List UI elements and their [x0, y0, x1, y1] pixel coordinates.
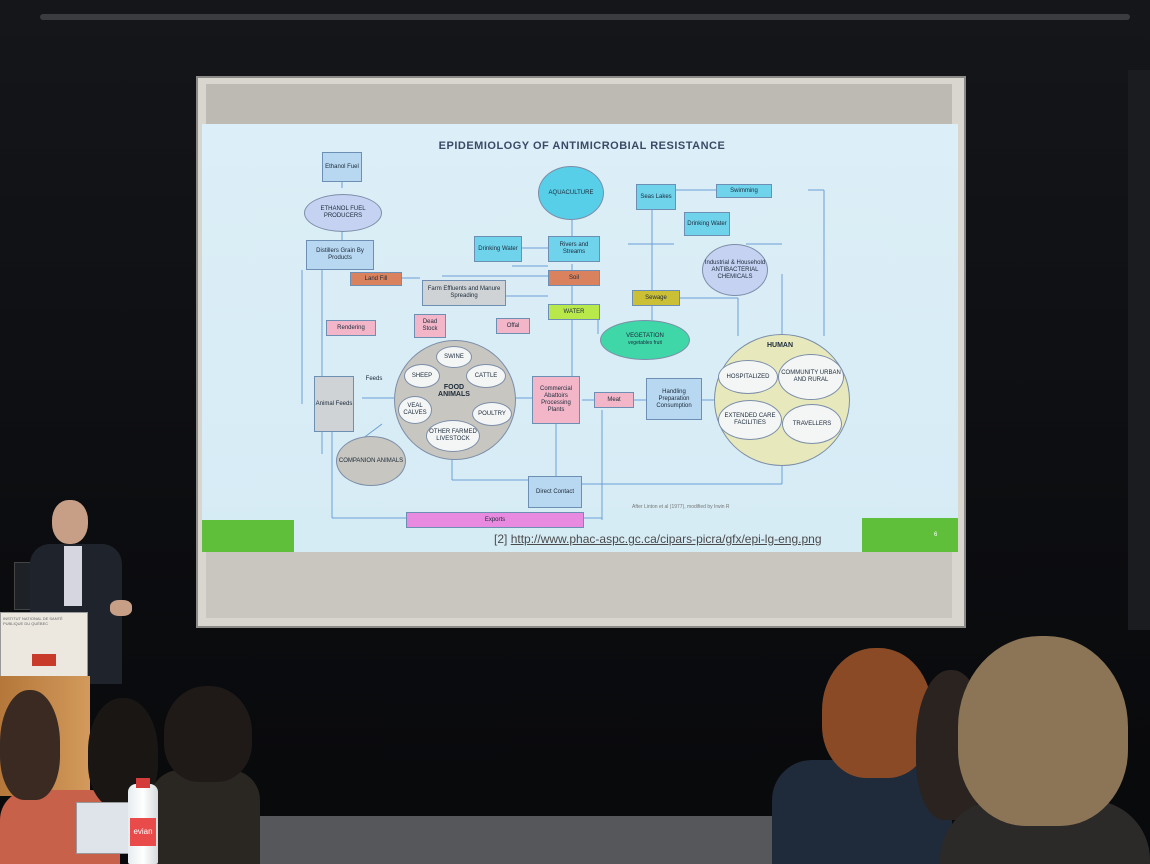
veal-calves-ellipse: VEAL CALVES [398, 396, 432, 424]
ethanol-fuel-box: Ethanol Fuel [322, 152, 362, 182]
vegetation-sublabel: vegetables fruit [628, 340, 662, 346]
projected-slide: EPIDEMIOLOGY OF ANTIMICROBIAL RESISTANCE [202, 124, 958, 552]
poultry-ellipse: POULTRY [472, 402, 512, 426]
cattle-ellipse: CATTLE [466, 364, 506, 388]
reference-link: http://www.phac-aspc.gc.ca/cipars-picra/… [510, 532, 822, 546]
speaker-hand [110, 600, 132, 616]
audience-member-4-head [822, 648, 932, 778]
curtain-rail [40, 14, 1130, 20]
drinking-water-left-box: Drinking Water [474, 236, 522, 262]
screen-top-margin [206, 84, 952, 124]
slide-accent-right [862, 518, 958, 552]
slide-title: EPIDEMIOLOGY OF ANTIMICROBIAL RESISTANCE [438, 140, 726, 152]
hospitalized-ellipse: HOSPITALIZED [718, 360, 778, 394]
feeds-label: Feeds [365, 376, 383, 382]
podium-logo-icon [32, 654, 56, 666]
slide-accent-left [202, 520, 294, 552]
slide-reference: [2] http://www.phac-aspc.gc.ca/cipars-pi… [494, 532, 822, 546]
swimming-box: Swimming [716, 184, 772, 198]
travellers-ellipse: TRAVELLERS [782, 404, 842, 444]
rendering-box: Rendering [326, 320, 376, 336]
companion-animals-ellipse: COMPANION ANIMALS [336, 436, 406, 486]
soil-box: Soil [548, 270, 600, 286]
meat-box: Meat [594, 392, 634, 408]
aquaculture-ellipse: AQUACULTURE [538, 166, 604, 220]
farm-effluents-box: Farm Effluents and Manure Spreading [422, 280, 506, 306]
drinking-water-right-box: Drinking Water [684, 212, 730, 236]
animal-feeds-box: Animal Feeds [314, 376, 354, 432]
vegetation-ellipse: VEGETATION vegetables fruit [600, 320, 690, 360]
exports-box: Exports [406, 512, 584, 528]
human-label: HUMAN [766, 342, 794, 349]
speaker-shirt [64, 546, 82, 606]
audience-member-3-body [150, 770, 260, 864]
stage-floor [250, 816, 820, 864]
bottle-label: evian [130, 818, 156, 846]
screen-bottom-margin [206, 552, 952, 618]
commercial-abattoirs-box: Commercial Abattoirs Processing Plants [532, 376, 580, 424]
diagram-connectors [301, 168, 825, 520]
community-ellipse: COMMUNITY URBAN AND RURAL [778, 354, 844, 400]
water-box: WATER [548, 304, 600, 320]
land-fill-box: Land Fill [350, 272, 402, 286]
dead-stock-box: Dead Stock [414, 314, 446, 338]
handling-box: Handling Preparation Consumption [646, 378, 702, 420]
extended-care-ellipse: EXTENDED CARE FACILITIES [718, 400, 782, 440]
reference-number: [2] [494, 532, 508, 546]
audience-member-3-head [164, 686, 252, 782]
speaker-head [52, 500, 88, 544]
audience-laptop [76, 802, 134, 854]
slide-credit: After Linton et al (1977), modified by I… [632, 504, 730, 510]
podium-sign-text: INSTITUT NATIONAL DE SANTÉ PUBLIQUE DU Q… [3, 616, 63, 626]
audience-member-1-head [0, 690, 60, 800]
vegetation-label: VEGETATION [626, 333, 664, 339]
food-animals-label: FOOD ANIMALS [438, 384, 470, 398]
distillers-grain-box: Distillers Grain By Products [306, 240, 374, 270]
slide-number: 6 [934, 532, 938, 538]
sewage-box: Sewage [632, 290, 680, 306]
swine-ellipse: SWINE [436, 346, 472, 368]
seas-lakes-box: Seas Lakes [636, 184, 676, 210]
offal-box: Offal [496, 318, 530, 334]
sheep-ellipse: SHEEP [404, 364, 440, 388]
human-ellipse [714, 334, 850, 466]
other-livestock-ellipse: OTHER FARMED LIVESTOCK [426, 420, 480, 452]
ethanol-producers-ellipse: ETHANOL FUEL PRODUCERS [304, 194, 382, 232]
side-wall [1128, 70, 1150, 630]
rivers-streams-box: Rivers and Streams [548, 236, 600, 262]
direct-contact-box: Direct Contact [528, 476, 582, 508]
bottle-cap [136, 778, 150, 788]
podium-sign [0, 612, 88, 678]
audience-member-6-head [958, 636, 1128, 826]
industrial-chemicals-ellipse: Industrial & Household ANTIBACTERIAL CHE… [702, 244, 768, 296]
